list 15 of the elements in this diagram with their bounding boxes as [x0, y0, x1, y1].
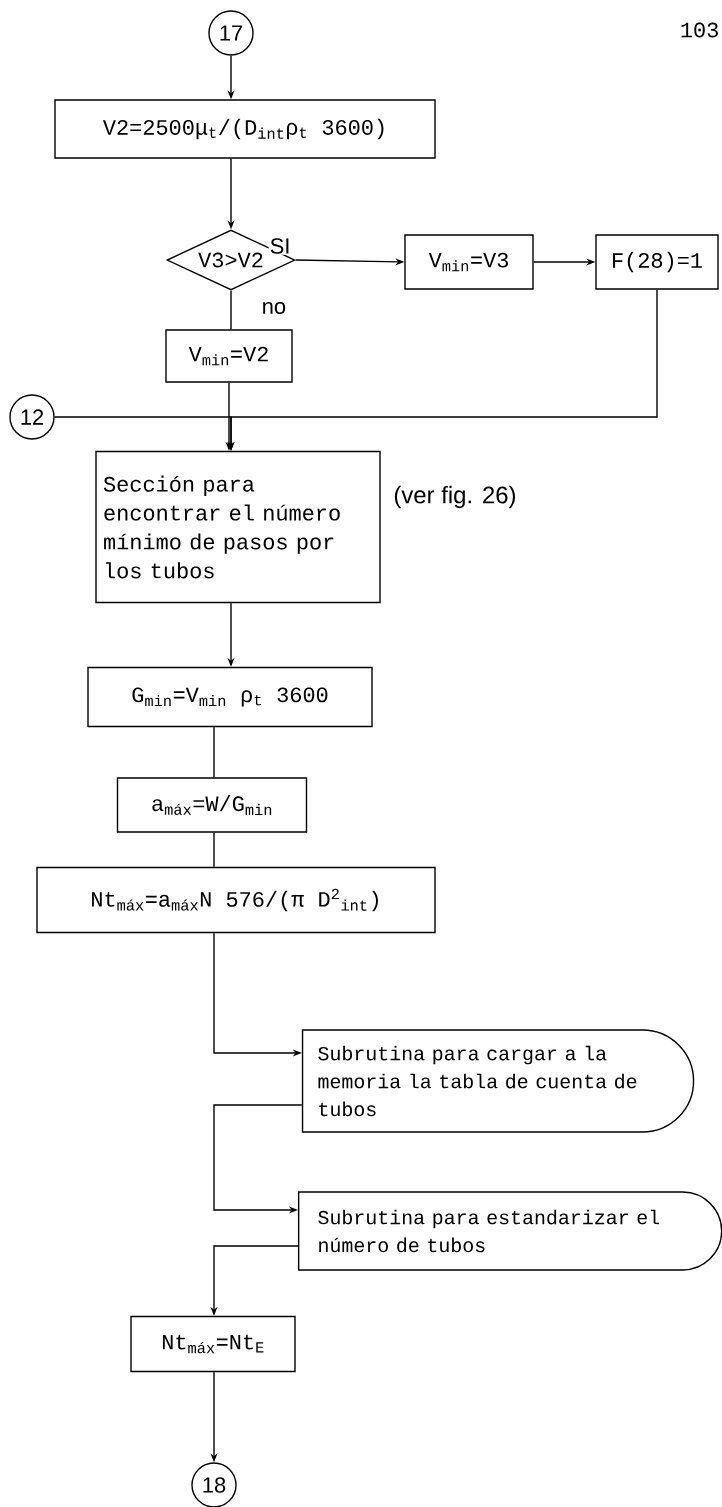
process-box: G$_{min}$=V$_{min}$ ρ$_{t}$ 3600	[87, 666, 373, 728]
note-text: (ver fig. 26)	[394, 485, 516, 509]
page-number: 103	[681, 22, 718, 38]
process-box: V$_{min}$=V2	[165, 329, 293, 383]
process-box: Sección para encontrar el número mínimo de pasos por los tubos	[95, 450, 381, 604]
process-box: Nt$_{máx}$=Nt$_{E}$	[130, 1315, 296, 1373]
subroutine-box: Subrutina para cargar a la memoria la tabla de cuenta de tubos	[301, 1029, 695, 1133]
process-box: V2=2500μ$_{t}$/(D$_{int}$ρ$_{t}$ 3600)	[54, 99, 436, 159]
edge-label: SI	[268, 237, 292, 255]
process-box: a$_{máx}$=W/G$_{min}$	[116, 777, 308, 833]
subroutine-box: Subrutina para estandarizar el número de tubos	[297, 1191, 722, 1271]
process-box: F(28)=1	[595, 234, 719, 290]
process-box: V$_{min}$=V3	[404, 234, 534, 290]
edge-label: no	[260, 301, 288, 315]
process-box: Nt$_{máx}$=a$_{máx}$N 576/(π D$^{2}$$_{int}$)	[36, 866, 436, 934]
